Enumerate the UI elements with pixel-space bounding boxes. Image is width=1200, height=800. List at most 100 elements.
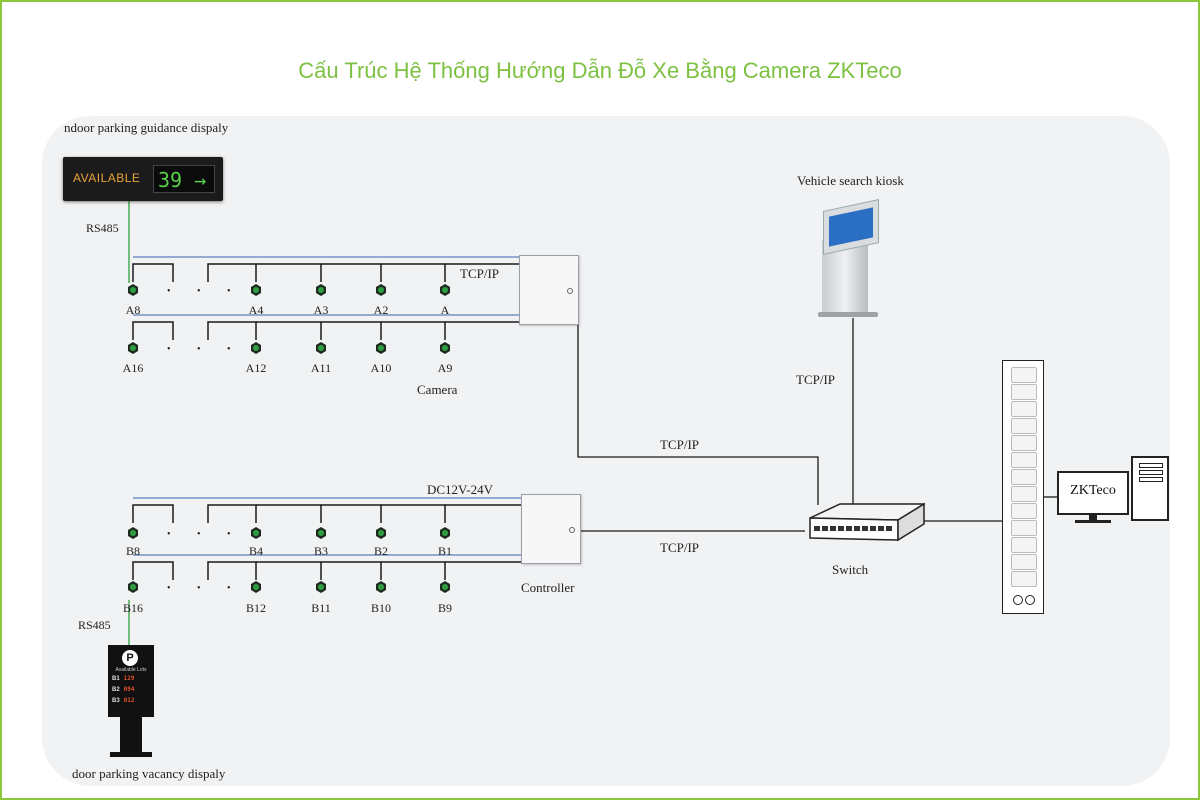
server-rack (1002, 360, 1044, 614)
ellipsis: • • • (167, 583, 243, 594)
bus-wire-black (321, 561, 382, 580)
bus-wire-black (207, 561, 257, 580)
bus-wire-black (256, 321, 322, 340)
network-switch-icon (809, 502, 925, 542)
rack-port (1011, 503, 1037, 519)
rack-port (1011, 554, 1037, 570)
bus-wire-black (207, 321, 257, 340)
camera-id-label: B3 (313, 544, 329, 558)
camera-id-label: A10 (370, 361, 392, 375)
rack-port (1011, 418, 1037, 434)
camera-id-label: A2 (373, 303, 389, 317)
camera-id-label: B4 (248, 544, 264, 558)
parking-camera-icon (251, 342, 261, 354)
rack-port (1011, 435, 1037, 451)
rack-port (1011, 571, 1037, 587)
level-label: B3 (112, 698, 120, 704)
vacancy-display-base (110, 752, 152, 757)
parking-camera-icon (128, 342, 138, 354)
rack-port (1011, 469, 1037, 485)
level-label: B1 (112, 676, 120, 682)
tcpip-camera-label: TCP/IP (460, 266, 500, 281)
outdoor-display-label: door parking vacancy dispaly (72, 766, 226, 781)
parking-camera-icon (376, 581, 386, 593)
count-value: 39 (158, 168, 183, 192)
bus-wire-black (321, 321, 382, 340)
rack-port (1011, 367, 1037, 383)
parking-camera-icon (128, 284, 138, 296)
ellipsis: • • • (167, 286, 243, 297)
pc-tower (1131, 456, 1169, 521)
bus-wire-black (132, 504, 174, 523)
indoor-guidance-display: AVAILABLE 39 → (63, 157, 223, 201)
camera-id-label: A (440, 303, 450, 317)
ellipsis: • • • (167, 344, 243, 355)
camera-controller-box (519, 255, 579, 325)
diagram-panel (42, 116, 1170, 786)
parking-camera-icon (251, 527, 261, 539)
rack-port (1011, 384, 1037, 400)
bus-wire-black (207, 263, 257, 282)
tcpip-link2-label: TCP/IP (660, 540, 700, 555)
rs485-label-top: RS485 (86, 221, 119, 235)
parking-camera-icon (316, 284, 326, 296)
rs485-label-bottom: RS485 (78, 618, 111, 632)
camera-id-label: A8 (125, 303, 141, 317)
vacancy-caption: Available Lots (115, 667, 147, 673)
ellipsis: • • • (167, 529, 243, 540)
bus-wire-black (381, 504, 446, 523)
parking-camera-icon (128, 527, 138, 539)
available-text: AVAILABLE (73, 171, 141, 185)
bus-wire-black (321, 504, 382, 523)
pc-monitor: ZKTeco (1057, 471, 1129, 515)
bus-wire-black (132, 263, 174, 282)
parking-camera-icon (251, 581, 261, 593)
power-label: DC12V-24V (427, 482, 493, 497)
camera-id-label: B1 (437, 544, 453, 558)
camera-id-label: B16 (122, 601, 144, 615)
camera-id-label: A4 (248, 303, 264, 317)
parking-camera-icon (316, 527, 326, 539)
camera-id-label: B8 (125, 544, 141, 558)
vacancy-display-stand (120, 717, 142, 753)
camera-id-label: B9 (437, 601, 453, 615)
kiosk-label: Vehicle search kiosk (797, 173, 904, 188)
lock-icon (569, 527, 575, 533)
drive-bay (1139, 470, 1163, 475)
lock-icon (567, 288, 573, 294)
parking-camera-icon (376, 527, 386, 539)
tcpip-link1-label: TCP/IP (660, 437, 700, 452)
monitor-stand (1089, 515, 1097, 521)
parking-camera-icon (251, 284, 261, 296)
bus-wire-black (207, 504, 257, 523)
bus-wire-black (381, 263, 446, 282)
indoor-display-label: ndoor parking guidance dispaly (64, 120, 229, 135)
drive-bay (1139, 477, 1163, 482)
camera-label: Camera (417, 382, 458, 397)
rack-port (1011, 520, 1037, 536)
camera-id-label: A12 (245, 361, 267, 375)
rack-port (1011, 401, 1037, 417)
bus-wire-black (132, 321, 174, 340)
parking-camera-icon (316, 342, 326, 354)
camera-id-label: B10 (370, 601, 392, 615)
rack-port (1011, 537, 1037, 553)
bus-wire-black (256, 561, 322, 580)
parking-camera-icon (128, 581, 138, 593)
bus-wire-black (132, 561, 174, 580)
bus-wire-black (256, 504, 322, 523)
bus-wire-black (256, 263, 322, 282)
reset-button-icon (1025, 595, 1035, 605)
diagram-title: Cấu Trúc Hệ Thống Hướng Dẫn Đỗ Xe Bằng C… (298, 58, 902, 83)
parking-camera-icon (440, 284, 450, 296)
level-value: 012 (123, 697, 135, 704)
parking-camera-icon (376, 342, 386, 354)
parking-camera-icon (440, 527, 450, 539)
rack-port (1011, 486, 1037, 502)
parking-camera-icon (440, 581, 450, 593)
parking-logo-icon: P (122, 650, 138, 666)
